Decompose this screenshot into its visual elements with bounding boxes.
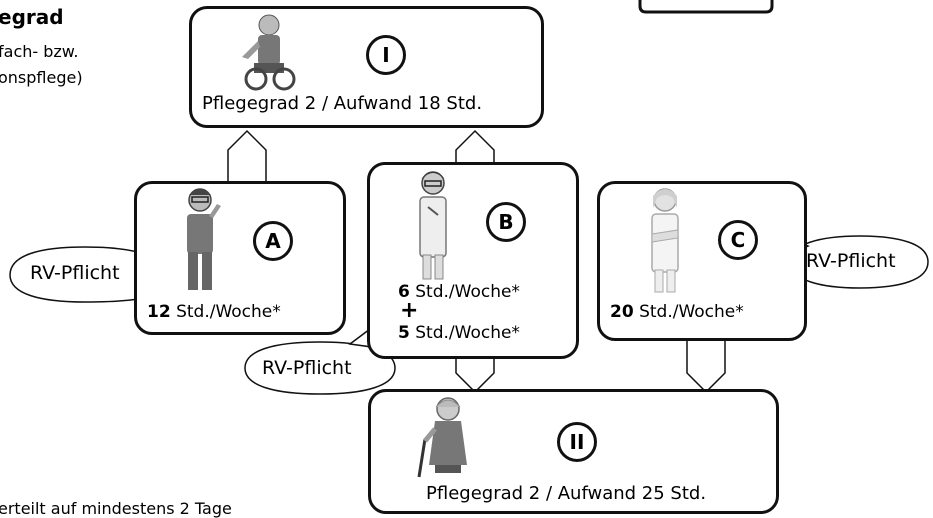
elderly-woman-with-cane-icon [417,397,467,478]
caregiver-man-phone-icon [187,188,221,290]
caregiver-B-hours-1-unit: Std./Woche* [415,282,520,302]
patient-II-badge: II [557,422,597,462]
patient-I-box: I Pflegegrad 2 / Aufwand 18 Std. [189,6,544,128]
bubble-C-text: RV-Pflicht [806,250,896,272]
nurse-woman-icon [419,171,447,280]
caregiver-B-box: B 6 Std./Woche* + 5 Std./Woche* [367,162,579,359]
caregiver-C-hours-number: 20 [610,302,634,322]
patient-I-badge: I [366,35,406,75]
footnote: erteilt auf mindestens 2 Tage [0,499,232,518]
caregiver-C-box: C 20 Std./Woche* [597,181,807,341]
caregiver-A-box: A 12 Std./Woche* [134,181,346,335]
caregiver-A-hours-number: 12 [147,302,171,322]
caregiver-B-hours-2-number: 5 [398,323,410,343]
nurse-woman-arms-crossed-icon [651,188,679,293]
partial-box-top-right [638,0,774,14]
connector-caregiver-C-patient-II [686,341,726,394]
caregiver-B-hours-1: 6 Std./Woche* [398,282,520,302]
left-note-title: egrad [0,5,64,29]
connector-patient-I-caregiver-B [455,129,495,163]
caregiver-C-hours-unit: Std./Woche* [639,302,744,322]
connector-patient-I-caregiver-A [227,129,267,183]
connector-caregiver-B-patient-II [455,358,495,394]
caregiver-B-hours-2-unit: Std./Woche* [415,323,520,343]
bubble-A-text: RV-Pflicht [30,262,120,284]
caregiver-A-hours-unit: Std./Woche* [176,302,281,322]
left-note-line-2: onspflege) [0,68,83,87]
patient-II-box: II Pflegegrad 2 / Aufwand 25 Std. [368,389,779,514]
caregiver-B-plus: + [400,298,419,323]
caregiver-B-badge: B [486,202,526,242]
person-in-wheelchair-icon [242,14,296,91]
bubble-B-text: RV-Pflicht [262,357,352,379]
caregiver-C-hours: 20 Std./Woche* [610,302,744,322]
caregiver-B-hours-1-number: 6 [398,282,410,302]
left-note-line-1: fach- bzw. [0,42,79,61]
caregiver-A-badge: A [253,221,293,261]
caregiver-C-badge: C [718,220,758,260]
caregiver-A-hours: 12 Std./Woche* [147,302,281,322]
patient-I-label: Pflegegrad 2 / Aufwand 18 Std. [202,93,483,114]
patient-II-label: Pflegegrad 2 / Aufwand 25 Std. [426,483,707,504]
caregiver-B-hours-2: 5 Std./Woche* [398,323,520,343]
